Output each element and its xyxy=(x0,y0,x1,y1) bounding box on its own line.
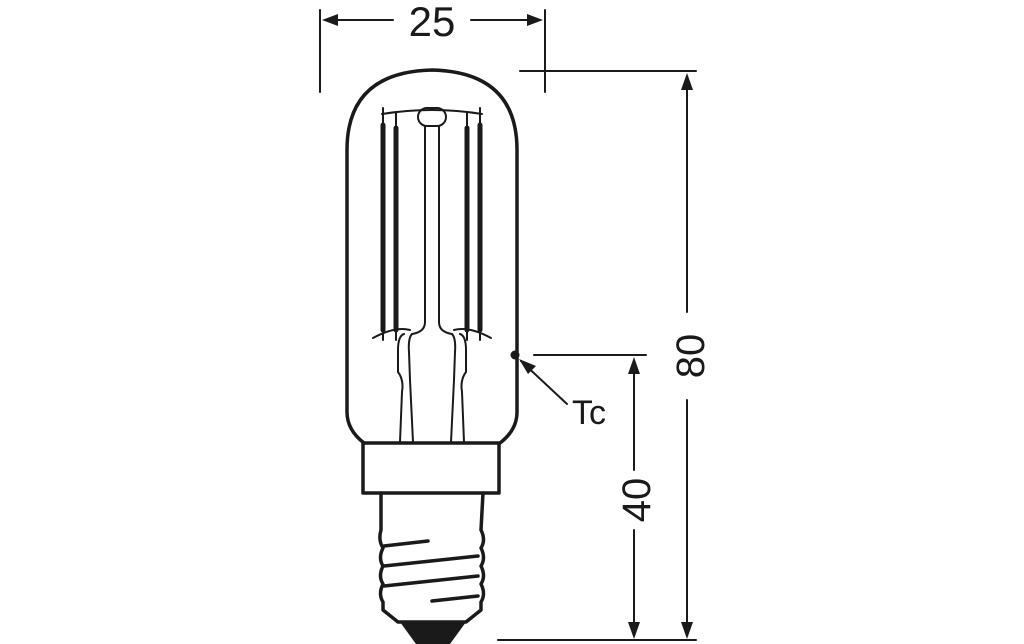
arrow-up-icon xyxy=(681,73,693,90)
thread-1 xyxy=(382,539,430,548)
arrow-right-icon xyxy=(527,14,543,26)
contact-tip xyxy=(400,622,466,644)
overall-length-value: 80 xyxy=(669,334,713,379)
arrow-up-icon xyxy=(628,357,640,374)
lead-wire-left-inner xyxy=(407,333,414,443)
bulb-glass xyxy=(345,68,519,445)
stem-loop xyxy=(417,107,447,127)
stem-right-bend xyxy=(438,321,453,335)
lead-wire-left-outer xyxy=(397,333,405,443)
arrow-down-icon xyxy=(681,622,693,639)
diameter-value: 25 xyxy=(409,0,456,45)
tc-height-dimension: 40 xyxy=(533,354,659,639)
collar-ring xyxy=(361,441,501,495)
arrow-left-icon xyxy=(322,14,338,26)
lead-wire-right-outer xyxy=(459,333,467,443)
overall-length-dimension: 80 xyxy=(497,70,713,641)
filament-bottom-wire-left xyxy=(372,328,411,339)
thread-4 xyxy=(430,594,480,603)
filament-top-wire xyxy=(381,109,483,115)
base-collar xyxy=(361,441,501,495)
screw-base xyxy=(378,491,486,644)
tc-height-value: 40 xyxy=(615,478,659,523)
thread-3 xyxy=(382,574,480,588)
glass-outline xyxy=(345,68,519,445)
diameter-dimension: 25 xyxy=(319,0,546,93)
arrow-down-icon xyxy=(628,622,640,639)
filament-bottom-wire-right xyxy=(453,328,492,339)
thread-2 xyxy=(382,554,480,568)
lead-wire-right-inner xyxy=(450,333,457,443)
tc-point-marker xyxy=(510,350,520,360)
tc-label: Tc xyxy=(572,394,606,432)
stem-left-bend xyxy=(411,321,426,335)
tc-annotation: Tc xyxy=(510,350,606,432)
filament-assembly xyxy=(372,107,492,443)
tc-arrow-icon xyxy=(519,359,536,374)
